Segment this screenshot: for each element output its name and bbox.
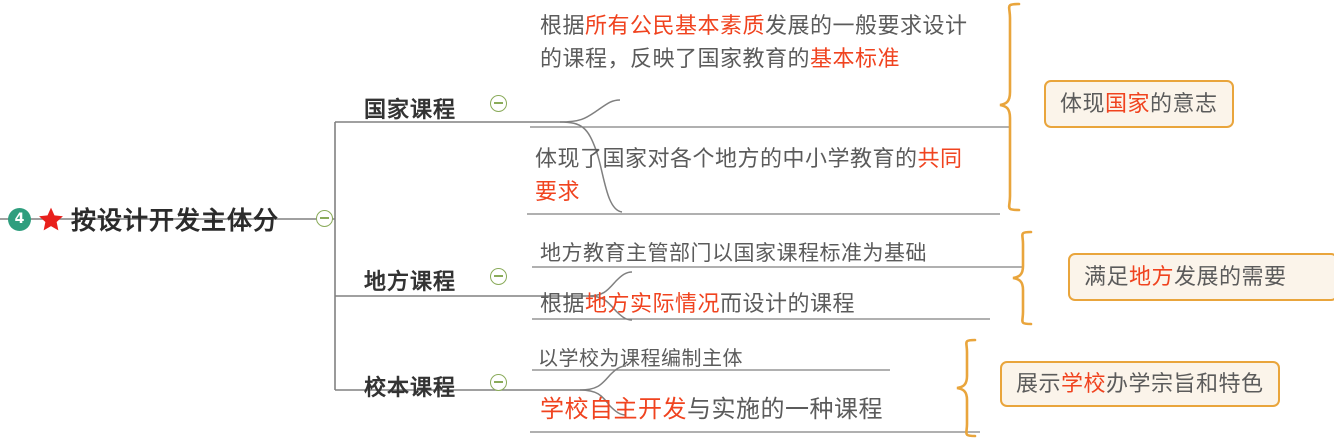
summary-box-school: 展示学校办学宗旨和特色 <box>1000 361 1280 407</box>
leaf-local-2: 根据地方实际情况而设计的课程 <box>540 292 856 317</box>
summary-box-local: 满足地方发展的需要 <box>1068 253 1334 301</box>
root-index-badge: 4 <box>8 207 31 231</box>
star-icon <box>39 207 63 231</box>
branch-toggle-local[interactable] <box>490 268 507 285</box>
root-collapse-toggle[interactable] <box>316 210 333 227</box>
root-label: 按设计开发主体分 <box>71 206 280 235</box>
branch-label-school: 校本课程 <box>364 376 457 401</box>
leaf-national-2: 体现了国家对各个地方的中小学教育的共同要求 <box>535 147 963 205</box>
leaf-school-1: 以学校为课程编制主体 <box>538 346 743 370</box>
branch-toggle-national[interactable] <box>490 95 507 112</box>
branch-toggle-school[interactable] <box>490 374 507 391</box>
branch-label-national: 国家课程 <box>364 98 457 123</box>
leaf-national-1: 根据所有公民基本素质发展的一般要求设计的课程，反映了国家教育的基本标准 <box>540 14 968 72</box>
leaf-school-2: 学校自主开发与实施的一种课程 <box>540 395 883 423</box>
summary-box-national: 体现国家的意志 <box>1044 80 1234 128</box>
leaf-local-1: 地方教育主管部门以国家课程标准为基础 <box>540 241 927 265</box>
root-node[interactable]: 4 按设计开发主体分 <box>8 201 279 237</box>
branch-label-local: 地方课程 <box>364 270 457 295</box>
